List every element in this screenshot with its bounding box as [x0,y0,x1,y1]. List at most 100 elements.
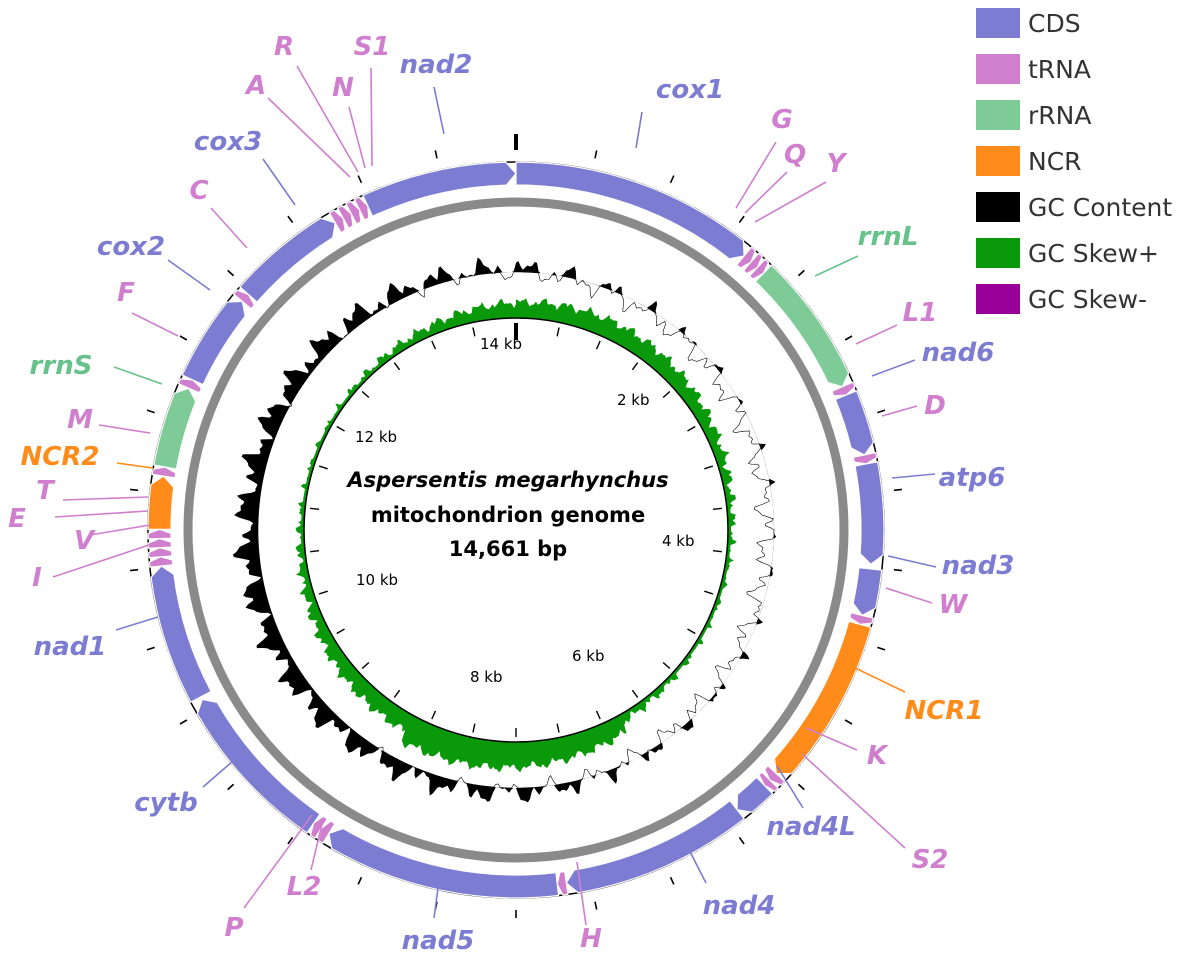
label-g: G [771,105,792,135]
inner-tick [712,550,722,553]
title-species: Aspersentis megarhynchus [345,468,668,492]
leader-line-h [576,861,587,926]
feature-e [147,537,173,549]
feature-w [849,611,875,625]
label-f: F [117,278,135,308]
inner-tick [472,723,476,733]
feature-cox3 [238,217,336,303]
outer-tick [227,783,235,791]
feature-nad5 [328,827,560,899]
leader-line-r [296,65,359,173]
label-s2: S2 [912,845,949,875]
leader-line-c [210,207,248,249]
leader-line-d [881,405,918,417]
leader-line-cox3 [262,158,296,206]
label-nad3: nad3 [942,551,1015,581]
feature-d [852,451,878,465]
leader-line-m [98,424,151,434]
inner-tick [336,628,345,635]
label-q: Q [784,140,806,170]
legend-swatch-rrna [976,100,1020,130]
inner-tick [393,689,401,698]
leader-line-w [885,587,933,604]
feature-r [336,204,354,230]
label-p: P [224,913,243,943]
outer-tick [287,836,294,845]
label-nad4: nad4 [703,891,776,921]
feature-c [232,289,256,310]
outer-tick [893,488,902,492]
inner-tick [556,723,560,733]
outer-tick [146,646,155,651]
label-e: E [8,504,26,534]
legend-swatch-gc-skew-plus [976,238,1020,268]
label-cytb: cytb [134,788,197,818]
feature-s1 [353,196,370,221]
legend-label: rRNA [1028,100,1092,130]
feature-g [735,246,757,269]
outer-tick [357,876,363,885]
label-rrns: rrnS [30,351,93,381]
feature-f [177,378,203,394]
feature-i [148,556,174,568]
leader-line-rrns [113,366,163,385]
label-nad1: nad1 [34,632,107,662]
label-nad5: nad5 [402,926,475,956]
label-i: I [32,563,42,593]
leader-line-nad2 [433,86,445,135]
outer-tick [179,335,188,341]
outer-tick [844,719,853,725]
inner-tick [704,590,714,595]
leader-line-y [754,181,827,223]
outer-tick [738,836,745,845]
leader-line-atp6 [891,473,936,479]
leader-line-rrnl [814,255,859,277]
genome-title: Aspersentis megarhynchus mitochondrion g… [345,468,668,561]
inner-tick [472,327,476,337]
leader-line-a [267,97,351,178]
inner-tick [336,425,345,432]
label-atp6: atp6 [939,463,1006,493]
leader-line-cox1 [635,111,643,149]
feature-l2 [317,820,336,845]
leader-line-nad6 [871,359,916,377]
inner-tick [310,507,320,510]
inner-tick [431,710,437,720]
label-t: T [36,476,56,506]
leader-line-v [89,524,151,536]
feature-nad2 [362,161,517,218]
feature-atp6 [854,461,885,566]
label-r: R [274,32,294,62]
inner-tick [595,710,601,720]
inner-tick [595,340,601,350]
inner-tick [631,362,639,371]
inner-tick [704,465,714,470]
label-a: A [244,71,266,101]
label-cox3: cox3 [194,127,262,157]
legend-swatch-ncr [976,146,1020,176]
inner-tick [687,425,696,432]
feature-y [748,258,770,280]
inner-tick [687,628,696,635]
feature-cox1 [515,161,745,260]
leader-line-k [805,727,858,751]
outer-tick [877,646,886,651]
leader-line-s1 [370,67,373,167]
skew-inner-fill [303,317,729,743]
outer-tick [594,150,598,159]
label-d: D [924,391,946,421]
outer-tick [594,901,598,910]
legend-swatch-gc-content [976,192,1020,222]
legend-item: rRNA [976,92,1200,138]
outer-tick [287,215,294,224]
legend-label: GC Skew+ [1028,238,1160,268]
kb-label-10: 10 kb [356,571,398,589]
inner-tick [310,550,320,553]
feature-k [763,764,786,786]
legend-label: NCR [1028,146,1082,176]
feature-q [742,252,763,275]
title-length: 14,661 bp [449,537,567,561]
label-c: C [189,176,208,206]
leader-line-cytb [202,754,241,788]
